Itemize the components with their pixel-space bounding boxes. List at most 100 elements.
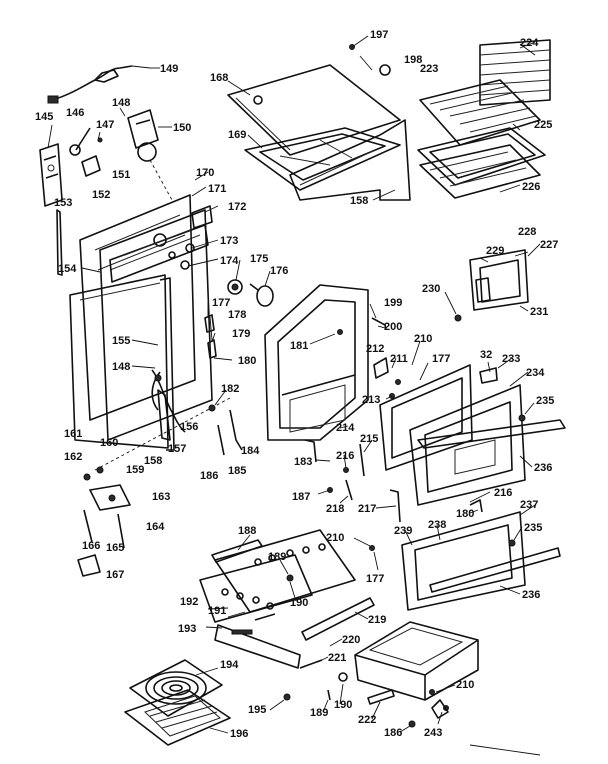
callout-159: 159 — [126, 464, 144, 476]
callout-182: 182 — [221, 383, 239, 395]
drawer-front-part — [369, 499, 561, 611]
callout-220: 220 — [342, 634, 360, 646]
bracket-strap-part — [157, 389, 171, 441]
callout-153: 153 — [54, 197, 72, 209]
callout-186b: 186 — [384, 727, 402, 739]
terminal-block-part — [39, 124, 63, 207]
callout-243: 243 — [424, 727, 442, 739]
callout-217: 217 — [358, 503, 376, 515]
top-frame-part — [289, 119, 411, 201]
manifold-part — [199, 554, 313, 623]
screw-top-part — [349, 35, 391, 76]
callout-154: 154 — [58, 263, 77, 275]
callout-189b: 189 — [310, 707, 328, 719]
callout-180b: 180 — [456, 508, 474, 520]
callout-228: 228 — [518, 226, 536, 238]
callout-148b: 148 — [112, 361, 130, 373]
callout-172: 172 — [228, 201, 246, 213]
gasket-strip-part — [56, 209, 63, 276]
callout-190b: 190 — [334, 699, 352, 711]
callout-187: 187 — [292, 491, 310, 503]
callout-183: 183 — [294, 456, 312, 468]
callout-32: 32 — [480, 349, 492, 361]
callout-177c: 177 — [366, 573, 384, 585]
callout-176: 176 — [270, 265, 288, 277]
callout-216a: 216 — [336, 450, 354, 462]
light-bulb-part — [249, 283, 274, 307]
callout-213: 213 — [362, 394, 380, 406]
callout-152: 152 — [92, 189, 110, 201]
callout-158a: 158 — [144, 455, 162, 467]
oven-rack-part — [419, 79, 541, 146]
callout-175: 175 — [250, 253, 268, 265]
power-cord-part — [47, 65, 151, 104]
callout-151: 151 — [112, 169, 130, 181]
callout-184: 184 — [241, 445, 260, 457]
bottom-hardware-part — [83, 397, 231, 549]
callout-239: 239 — [394, 525, 412, 537]
callout-219: 219 — [368, 614, 386, 626]
callout-164: 164 — [146, 521, 165, 533]
callout-227: 227 — [540, 239, 558, 251]
storage-drawer-part — [354, 621, 479, 701]
callout-231: 231 — [530, 306, 548, 318]
callout-185: 185 — [228, 465, 246, 477]
callout-221: 221 — [328, 652, 346, 664]
callout-190a: 190 — [290, 597, 308, 609]
rear-cover-part — [99, 209, 213, 441]
callout-235b: 235 — [524, 522, 542, 534]
callout-146: 146 — [66, 107, 84, 119]
callout-210b: 210 — [326, 532, 344, 544]
callout-238: 238 — [428, 519, 446, 531]
oven-liner-part — [264, 284, 369, 441]
callout-236b: 236 — [522, 589, 540, 601]
drawer-hardware-parts — [367, 689, 541, 756]
callout-149: 149 — [160, 63, 178, 75]
wiring-harness-part — [151, 369, 186, 433]
broiler-pan-part — [417, 127, 546, 186]
callout-145: 145 — [35, 111, 53, 123]
callout-218: 218 — [326, 503, 344, 515]
door-inner-part — [379, 364, 473, 471]
callout-200: 200 — [384, 321, 402, 333]
callout-229: 229 — [486, 245, 504, 257]
callout-173: 173 — [220, 235, 238, 247]
side-panel-part — [69, 274, 175, 451]
callout-181: 181 — [290, 340, 308, 352]
drawer-slide-part — [301, 597, 375, 641]
callout-230: 230 — [422, 283, 440, 295]
callout-212: 212 — [366, 343, 384, 355]
callout-171: 171 — [208, 183, 226, 195]
callout-223: 223 — [420, 63, 438, 75]
callout-162: 162 — [64, 451, 82, 463]
callout-237: 237 — [520, 499, 538, 511]
callout-214: 214 — [336, 422, 355, 434]
callout-177a: 177 — [212, 297, 230, 309]
callout-192: 192 — [180, 596, 198, 608]
cooktop-part — [227, 64, 401, 156]
callout-197: 197 — [370, 29, 388, 41]
drip-pan-part — [244, 127, 401, 191]
callout-215: 215 — [360, 433, 378, 445]
callout-157: 157 — [168, 443, 186, 455]
control-panel-backguard-part — [109, 224, 209, 283]
callout-189a: 189 — [268, 551, 286, 563]
door-frame-part — [409, 384, 526, 506]
callout-178: 178 — [228, 309, 246, 321]
callout-224: 224 — [520, 37, 539, 49]
clock-bracket-part — [127, 109, 173, 201]
callout-198: 198 — [404, 54, 422, 66]
callout-156: 156 — [180, 421, 198, 433]
surface-drip-pan-part — [124, 689, 231, 746]
callout-161: 161 — [64, 428, 82, 440]
callout-191: 191 — [208, 605, 226, 617]
callout-188: 188 — [238, 525, 256, 537]
callout-193: 193 — [178, 623, 196, 635]
leveling-leg-part — [77, 484, 131, 577]
callout-labels: 149 145 146 147 148 150 151 152 153 154 … — [35, 29, 558, 740]
callout-199: 199 — [384, 297, 402, 309]
door-handle-part — [417, 367, 566, 449]
callout-211: 211 — [390, 353, 408, 365]
switch-parts — [180, 205, 213, 270]
